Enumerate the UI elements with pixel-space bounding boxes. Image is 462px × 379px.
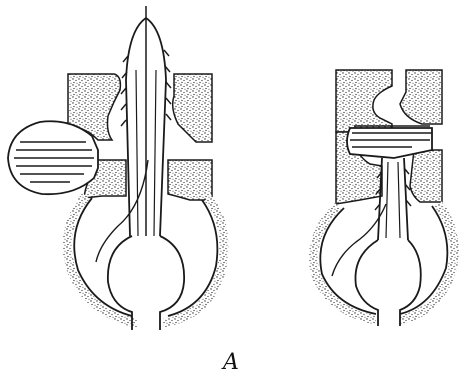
- right-tube-lumen: [386, 162, 400, 238]
- figure-caption: A: [0, 352, 462, 374]
- right-upper-left-block: [336, 70, 392, 132]
- right-panel: [314, 70, 455, 326]
- left-lower-right-block: [168, 160, 212, 200]
- right-upper-right-block: [400, 70, 442, 124]
- right-outer-chamber: [314, 204, 455, 320]
- right-lower-right-block: [410, 150, 442, 202]
- left-upper-right-block: [173, 74, 212, 142]
- left-panel: [8, 6, 224, 330]
